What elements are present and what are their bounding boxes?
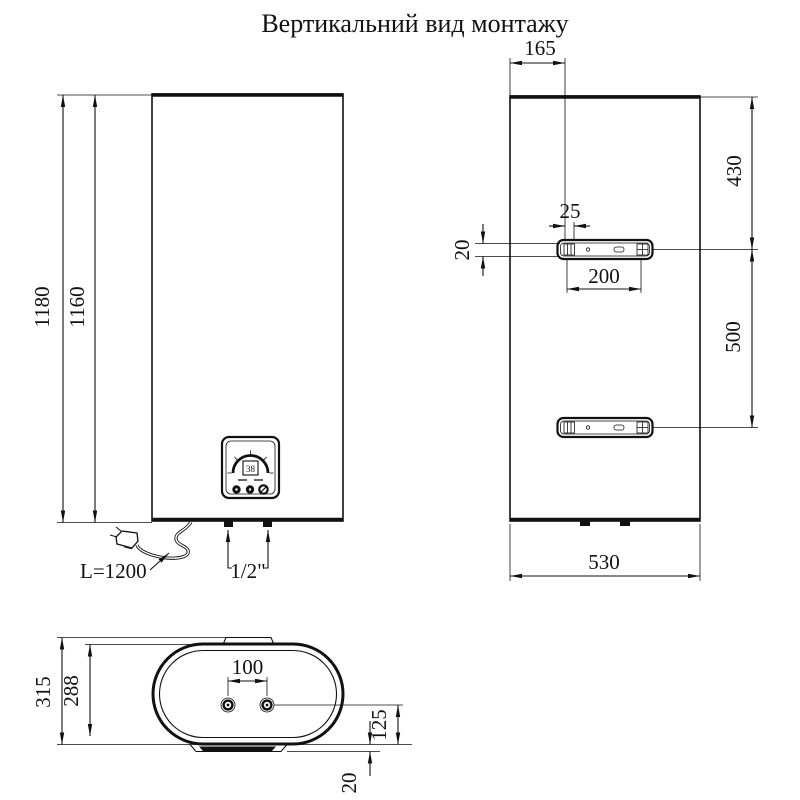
dim-20-label: 20 [450,240,474,261]
dim-slot-width: 25 [549,199,590,240]
dim-hole-spacing: 200 [566,259,642,293]
pipe-size-label: 1/2" [230,559,265,583]
dim-125-label: 125 [367,709,391,741]
dim-288-label: 288 [59,675,83,707]
dim-body-height: 1160 [65,95,98,523]
bracket-hole-small [585,425,591,430]
dim-wall-gap: 20 [337,721,373,794]
dim-315-label: 315 [31,676,55,708]
dim-pipe-spacing: 100 [227,655,268,696]
dim-20-gap-label: 20 [337,773,361,794]
power-icon [260,486,267,493]
cable-length-label: L=1200 [80,559,147,583]
dim-530-label: 530 [588,550,620,574]
back-pipe-stub-right [620,521,630,526]
dim-total-height: 1180 [30,94,152,523]
dim-165-label: 165 [524,36,556,60]
panel-label-right [254,479,263,481]
tank-outer-shell [151,642,345,746]
mounting-bracket-lower [556,416,654,439]
mounting-bracket-upper [556,238,654,261]
power-cable [109,521,193,560]
temperature-readout: 38 [246,464,256,474]
bracket-slot-left [563,421,575,434]
pipe-size-callout: 1/2" [225,530,271,583]
control-panel-inner-frame [225,440,276,495]
base-plate [199,746,276,751]
front-pipe-stub-left [224,521,233,527]
back-view: 165 25 20 200 430 [450,36,758,581]
front-face-tab [222,636,275,645]
drawing-title: Вертикальний вид монтажу [261,9,568,38]
dim-500-label: 500 [721,321,745,353]
plug-prongs [109,526,122,538]
dim-1180-label: 1180 [30,286,54,327]
bracket-hole-small [585,247,591,252]
panel-buttons[interactable] [232,484,269,495]
leader-line [149,552,170,571]
leader-line-right [264,530,271,569]
dim-bracket-height: 20 [450,224,560,276]
dim-width: 530 [509,524,701,581]
gauge-tick-marks [227,450,274,474]
bracket-inner [560,242,650,257]
dim-bracket-from-top: 430 [652,96,758,250]
dim-bracket-offset: 165 [509,36,566,240]
dim-430-label: 430 [722,155,746,187]
front-view: 38 1180 [30,93,344,583]
bottom-view: 315 288 100 125 20 [31,636,412,794]
bracket-inner [560,420,650,435]
bracket-slot-left [563,243,575,256]
leader-line-left [225,530,232,569]
pipe-connection-left [220,697,236,713]
back-body-outline [509,95,701,522]
dim-1160-label: 1160 [65,286,89,327]
bracket-slot-oval [613,424,625,431]
pipe-connection-right [259,697,275,713]
dim-200-label: 200 [588,264,620,288]
panel-label-left [238,479,247,481]
cable-length-callout: L=1200 [80,552,170,583]
bracket-slot-oval [613,246,625,253]
base-plate-outline [189,744,288,753]
control-panel-frame [220,435,281,500]
dim-depth-total: 315 [31,637,65,745]
tank-inner-shell [158,649,338,739]
temperature-display-box [242,460,259,476]
dim-depth-body: 288 [59,644,93,736]
control-panel: 38 [220,435,281,500]
back-pipe-stub-left [580,521,590,526]
dim-bracket-spacing: 500 [652,249,758,428]
power-plug [115,530,139,549]
dim-25-label: 25 [560,199,581,223]
front-pipe-stub-right [263,521,272,527]
dim-100-label: 100 [232,655,264,679]
temperature-gauge-arc [231,454,270,474]
